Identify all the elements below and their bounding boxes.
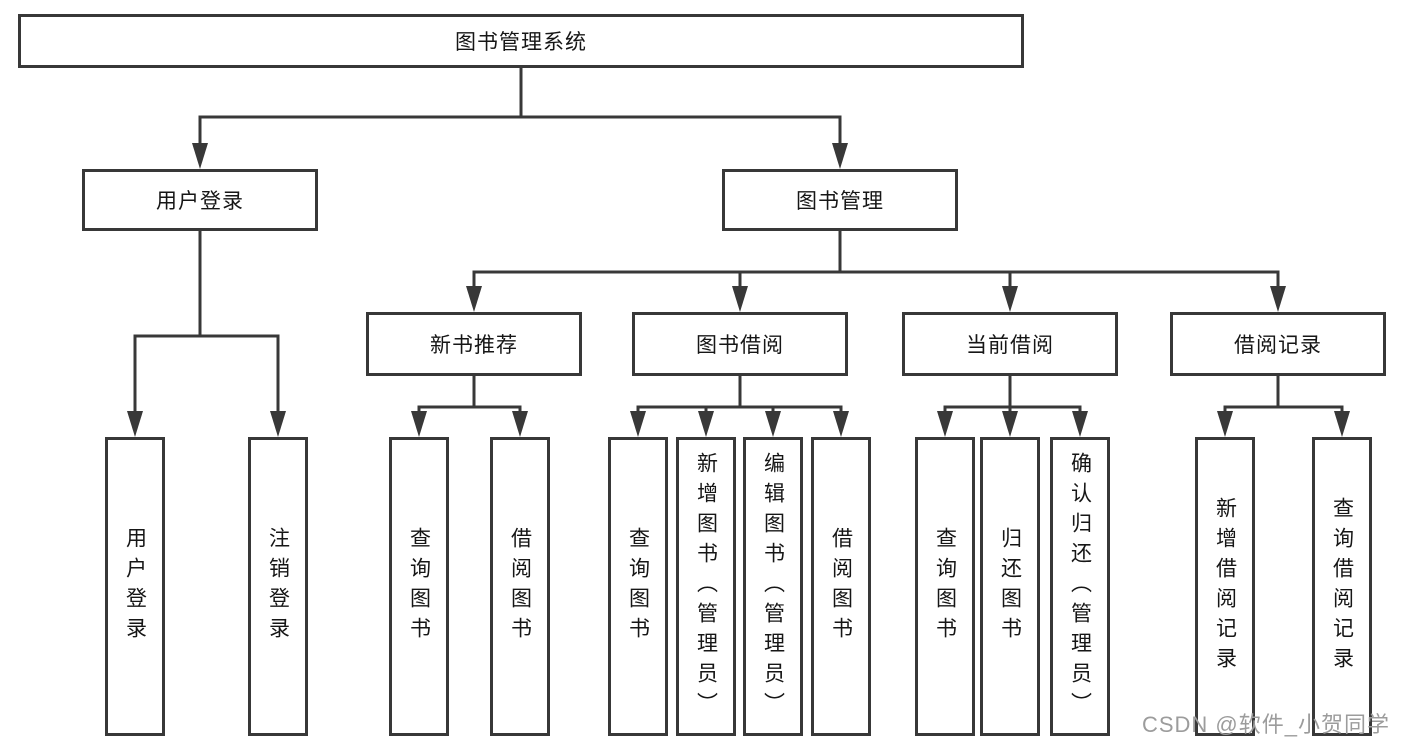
node-new-book-recommendation: 新书推荐 [366, 312, 582, 376]
leaf-query-books-recommend: 查询图书 [389, 437, 449, 736]
csdn-watermark: CSDN @软件_小贺同学 [1141, 712, 1390, 737]
node-book-borrowing: 图书借阅 [632, 312, 848, 376]
node-label: 用户登录 [123, 526, 147, 647]
node-borrowing-records: 借阅记录 [1170, 312, 1386, 376]
leaf-borrow-books-borrowing: 借阅图书 [811, 437, 871, 736]
node-book-management: 图书管理 [722, 169, 958, 231]
leaf-logout: 注销登录 [248, 437, 308, 736]
leaf-add-borrow-record: 新增借阅记录 [1195, 437, 1255, 736]
node-current-borrowing: 当前借阅 [902, 312, 1118, 376]
node-label: 图书管理系统 [455, 31, 587, 54]
node-label: 图书借阅 [696, 334, 784, 357]
node-label: 编辑图书（管理员） [761, 451, 785, 722]
node-label: 借阅图书 [508, 526, 532, 647]
node-label: 借阅记录 [1234, 334, 1322, 357]
node-label: 新增借阅记录 [1213, 496, 1237, 677]
leaf-add-book-admin: 新增图书（管理员） [676, 437, 736, 736]
node-label: 借阅图书 [829, 526, 853, 647]
node-label: 注销登录 [266, 526, 290, 647]
node-label: 新书推荐 [430, 334, 518, 357]
node-label: 当前借阅 [966, 334, 1054, 357]
node-label: 查询图书 [407, 526, 431, 647]
leaf-confirm-return-admin: 确认归还（管理员） [1050, 437, 1110, 736]
leaf-borrow-books-recommend: 借阅图书 [490, 437, 550, 736]
node-label: 图书管理 [796, 190, 884, 213]
node-label: 新增图书（管理员） [694, 451, 718, 722]
leaf-query-books-current: 查询图书 [915, 437, 975, 736]
node-label: 归还图书 [998, 526, 1022, 647]
node-label: 查询图书 [933, 526, 957, 647]
leaf-query-books-borrowing: 查询图书 [608, 437, 668, 736]
node-label: 用户登录 [156, 190, 244, 213]
leaf-return-books: 归还图书 [980, 437, 1040, 736]
node-label: 查询图书 [626, 526, 650, 647]
leaf-query-borrow-record: 查询借阅记录 [1312, 437, 1372, 736]
arrowheads [127, 143, 1350, 437]
node-label: 确认归还（管理员） [1068, 451, 1092, 722]
node-user-login: 用户登录 [82, 169, 318, 231]
leaf-user-login: 用户登录 [105, 437, 165, 736]
node-library-management-system: 图书管理系统 [18, 14, 1024, 68]
leaf-edit-book-admin: 编辑图书（管理员） [743, 437, 803, 736]
node-label: 查询借阅记录 [1330, 496, 1354, 677]
